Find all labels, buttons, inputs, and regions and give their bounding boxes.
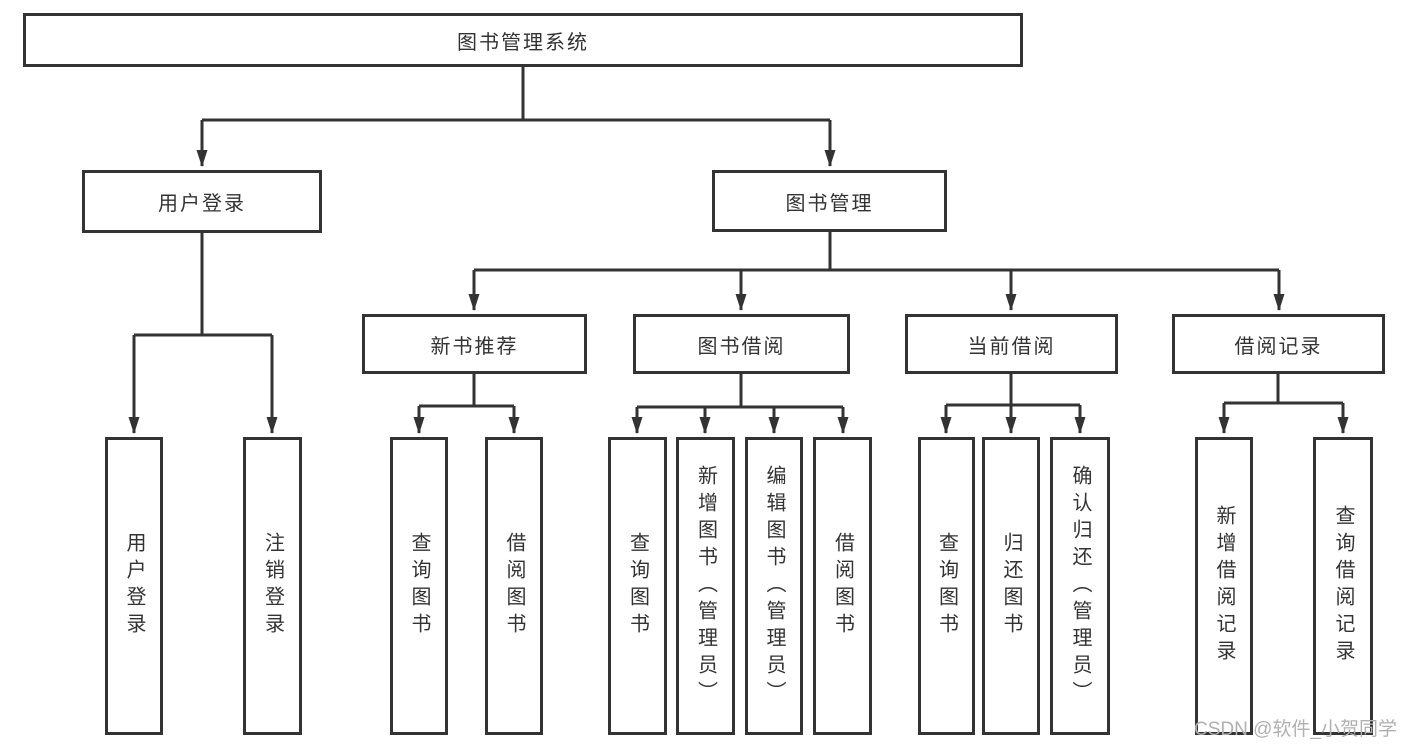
leaf-borrow-edit-books-admin-label: 编辑图书（管理员）: [763, 464, 785, 708]
leaf-borrow-add-books-admin: 新增图书（管理员）: [676, 437, 735, 735]
node-user-login-label: 用户登录: [158, 193, 246, 215]
leaf-borrow-query-books: 查询图书: [608, 437, 667, 735]
connector-book-management-trunk: [474, 232, 1279, 272]
node-book-management: 图书管理: [712, 170, 947, 232]
node-current-borrow-label: 当前借阅: [967, 335, 1056, 358]
leaf-newrec-borrow-books-label: 借阅图书: [503, 532, 525, 640]
node-borrow-records: 借阅记录: [1172, 314, 1385, 374]
connector-current-borrow-trunk: [946, 374, 1080, 407]
leaf-current-return-books: 归还图书: [982, 437, 1040, 735]
leaf-borrow-edit-books-admin: 编辑图书（管理员）: [745, 437, 803, 735]
connector-new-book-trunk: [419, 374, 514, 408]
connector-book-borrow-trunk: [637, 374, 843, 409]
leaf-records-query-record: 查询借阅记录: [1313, 437, 1373, 735]
node-root-label: 图书管理系统: [457, 31, 589, 54]
leaf-records-query-record-label: 查询借阅记录: [1332, 505, 1354, 667]
leaf-logout: 注销登录: [243, 437, 302, 735]
leaf-current-query-books: 查询图书: [918, 437, 975, 735]
connector-root-trunk: [202, 67, 830, 122]
node-book-borrow: 图书借阅: [633, 314, 850, 374]
leaf-borrow-borrow-books-label: 借阅图书: [831, 532, 854, 640]
node-new-book-recommend: 新书推荐: [362, 314, 587, 374]
node-user-login: 用户登录: [82, 170, 322, 233]
leaf-current-confirm-return-admin: 确认归还（管理员）: [1050, 437, 1110, 735]
leaf-newrec-query-books-label: 查询图书: [408, 532, 430, 640]
leaf-borrow-add-books-admin-label: 新增图书（管理员）: [694, 464, 717, 708]
connector-user-login-trunk: [134, 233, 272, 337]
node-book-borrow-label: 图书借阅: [697, 335, 786, 358]
node-book-management-label: 图书管理: [785, 192, 874, 215]
leaf-current-query-books-label: 查询图书: [935, 532, 958, 640]
node-new-book-recommend-label: 新书推荐: [430, 335, 519, 358]
leaf-current-return-books-label: 归还图书: [1000, 532, 1022, 640]
leaf-current-confirm-return-admin-label: 确认归还（管理员）: [1069, 464, 1091, 708]
node-root: 图书管理系统: [23, 13, 1023, 67]
leaf-records-add-record-label: 新增借阅记录: [1213, 505, 1235, 667]
node-borrow-records-label: 借阅记录: [1234, 335, 1323, 358]
leaf-records-add-record: 新增借阅记录: [1195, 437, 1253, 735]
leaf-newrec-borrow-books: 借阅图书: [485, 437, 543, 735]
leaf-user-login-label: 用户登录: [123, 532, 145, 640]
leaf-user-login: 用户登录: [105, 437, 163, 735]
leaf-borrow-borrow-books: 借阅图书: [813, 437, 872, 735]
node-current-borrow: 当前借阅: [905, 314, 1118, 374]
connector-borrow-records-trunk: [1224, 374, 1343, 405]
csdn-watermark: CSDN @软件_小贺同学: [1194, 719, 1397, 740]
leaf-logout-label: 注销登录: [261, 532, 284, 640]
leaf-newrec-query-books: 查询图书: [390, 437, 448, 735]
leaf-borrow-query-books-label: 查询图书: [626, 532, 649, 640]
